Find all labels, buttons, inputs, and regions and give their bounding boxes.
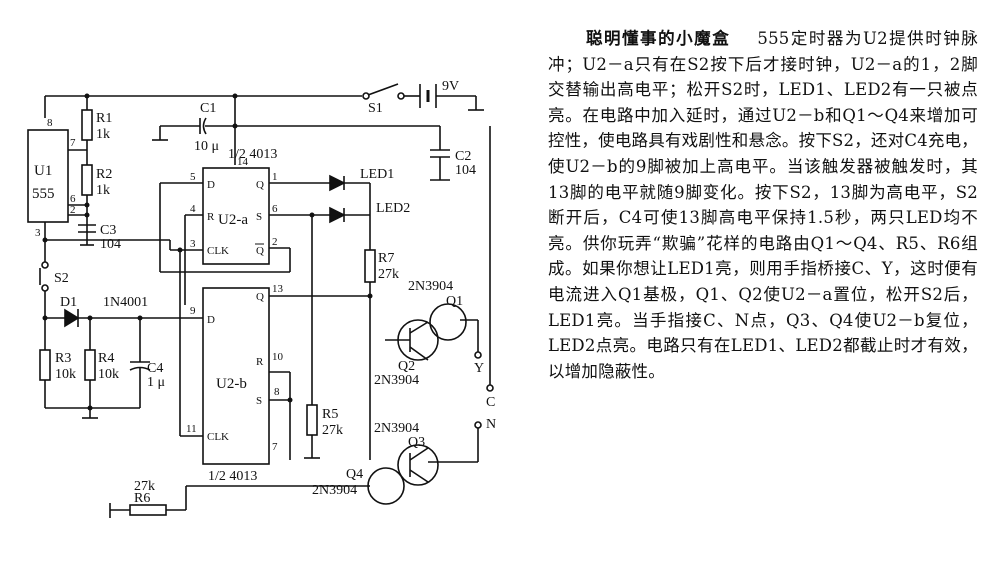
s1-label: S1 bbox=[368, 101, 383, 116]
u2b-pin-num-13: 13 bbox=[272, 283, 284, 295]
u2b-pin-r: R bbox=[256, 356, 264, 368]
u1-name: U1 bbox=[34, 163, 52, 179]
r1-value: 1k bbox=[96, 127, 110, 142]
u2a-pin-r: R bbox=[207, 211, 215, 223]
u2b-part: 1/2 4013 bbox=[208, 469, 257, 484]
q2-part: 2N3904 bbox=[374, 373, 419, 388]
r2-value: 1k bbox=[96, 183, 110, 198]
u2a-pin-clk: CLK bbox=[207, 245, 229, 257]
u1-pin-6: 6 bbox=[70, 193, 76, 205]
u2a-pin-num-5: 5 bbox=[190, 171, 196, 183]
u2a-pin-s: S bbox=[256, 211, 262, 223]
u1-pin-3: 3 bbox=[35, 227, 41, 239]
q4-part: 2N3904 bbox=[312, 483, 357, 498]
q1-part: 2N3904 bbox=[408, 279, 453, 294]
r5-name: R5 bbox=[322, 407, 338, 422]
u2a-pin-qbar: Q bbox=[256, 245, 264, 257]
q2-name: Q2 bbox=[398, 359, 415, 374]
u2b-pin-num-7: 7 bbox=[272, 441, 278, 453]
led2-label: LED2 bbox=[376, 201, 410, 216]
r4-value: 10k bbox=[98, 367, 119, 382]
u2b-pin-num-8: 8 bbox=[274, 386, 280, 398]
c2-value: 104 bbox=[455, 163, 476, 178]
u2a-pin-d: D bbox=[207, 179, 215, 191]
r5-value: 27k bbox=[322, 423, 343, 438]
c1-name: C1 bbox=[200, 101, 216, 116]
u1-pin-2: 2 bbox=[70, 204, 76, 216]
u2a-pin-q: Q bbox=[256, 179, 264, 191]
r7-value: 27k bbox=[378, 267, 399, 282]
c2-name: C2 bbox=[455, 149, 471, 164]
circuit-schematic: U1 555 8 7 6 2 3 U2-a D R CLK Q S Q 5 4 … bbox=[27, 79, 496, 518]
u2b-pin-num-9: 9 bbox=[190, 305, 196, 317]
article-text: 聪明懂事的小魔盒 555定时器为U2提供时钟脉冲；U2－a只有在S2按下后才接时… bbox=[548, 26, 978, 384]
q1-name: Q1 bbox=[446, 294, 463, 309]
u2a-pin-num-2: 2 bbox=[272, 236, 278, 248]
d1-part: 1N4001 bbox=[103, 295, 148, 310]
u1-pin-8: 8 bbox=[47, 117, 53, 129]
u2b-pin-num-10: 10 bbox=[272, 351, 284, 363]
r3-name: R3 bbox=[55, 351, 71, 366]
d1-name: D1 bbox=[60, 295, 77, 310]
led1-label: LED1 bbox=[360, 167, 394, 182]
c3-name: C3 bbox=[100, 223, 116, 238]
c1-value: 10 μ bbox=[194, 139, 219, 154]
u2b-pin-q: Q bbox=[256, 291, 264, 303]
terminal-c: C bbox=[486, 395, 495, 410]
r7-name: R7 bbox=[378, 251, 394, 266]
terminal-y: Y bbox=[474, 361, 484, 376]
c4-value: 1 μ bbox=[147, 375, 165, 390]
q3-name: Q3 bbox=[408, 435, 425, 450]
article-body: 555定时器为U2提供时钟脉冲；U2－a只有在S2按下后才接时钟，U2－a的1，… bbox=[548, 29, 978, 381]
u2b-name: U2-b bbox=[216, 376, 247, 392]
u2a-pin-num-4: 4 bbox=[190, 203, 196, 215]
u2b-pin-d: D bbox=[207, 314, 215, 326]
r4-name: R4 bbox=[98, 351, 114, 366]
s2-label: S2 bbox=[54, 271, 69, 286]
article-title: 聪明懂事的小魔盒 bbox=[585, 29, 731, 48]
r6-name: R6 bbox=[134, 491, 150, 506]
u2b-pin-num-11: 11 bbox=[186, 423, 197, 435]
r1-name: R1 bbox=[96, 111, 112, 126]
u2a-name: U2-a bbox=[218, 212, 248, 228]
c3-value: 104 bbox=[100, 237, 121, 252]
q3-part: 2N3904 bbox=[374, 421, 419, 436]
u2a-pin-num-3: 3 bbox=[190, 238, 196, 250]
u2a-part: 1/2 4013 bbox=[228, 147, 277, 162]
u1-chip: 555 bbox=[32, 186, 55, 202]
u2b-pin-clk: CLK bbox=[207, 431, 229, 443]
u2a-pin-num-14: 14 bbox=[237, 156, 249, 168]
u1-pin-7: 7 bbox=[70, 137, 76, 149]
u2b-pin-s: S bbox=[256, 395, 262, 407]
terminal-n: N bbox=[486, 417, 496, 432]
battery-label: 9V bbox=[442, 79, 459, 94]
q4-name: Q4 bbox=[346, 467, 363, 482]
r6-value: 27k bbox=[134, 479, 155, 494]
u2a-pin-num-1: 1 bbox=[272, 171, 278, 183]
u2a-pin-num-6: 6 bbox=[272, 203, 278, 215]
c4-name: C4 bbox=[147, 361, 163, 376]
r2-name: R2 bbox=[96, 167, 112, 182]
r3-value: 10k bbox=[55, 367, 76, 382]
